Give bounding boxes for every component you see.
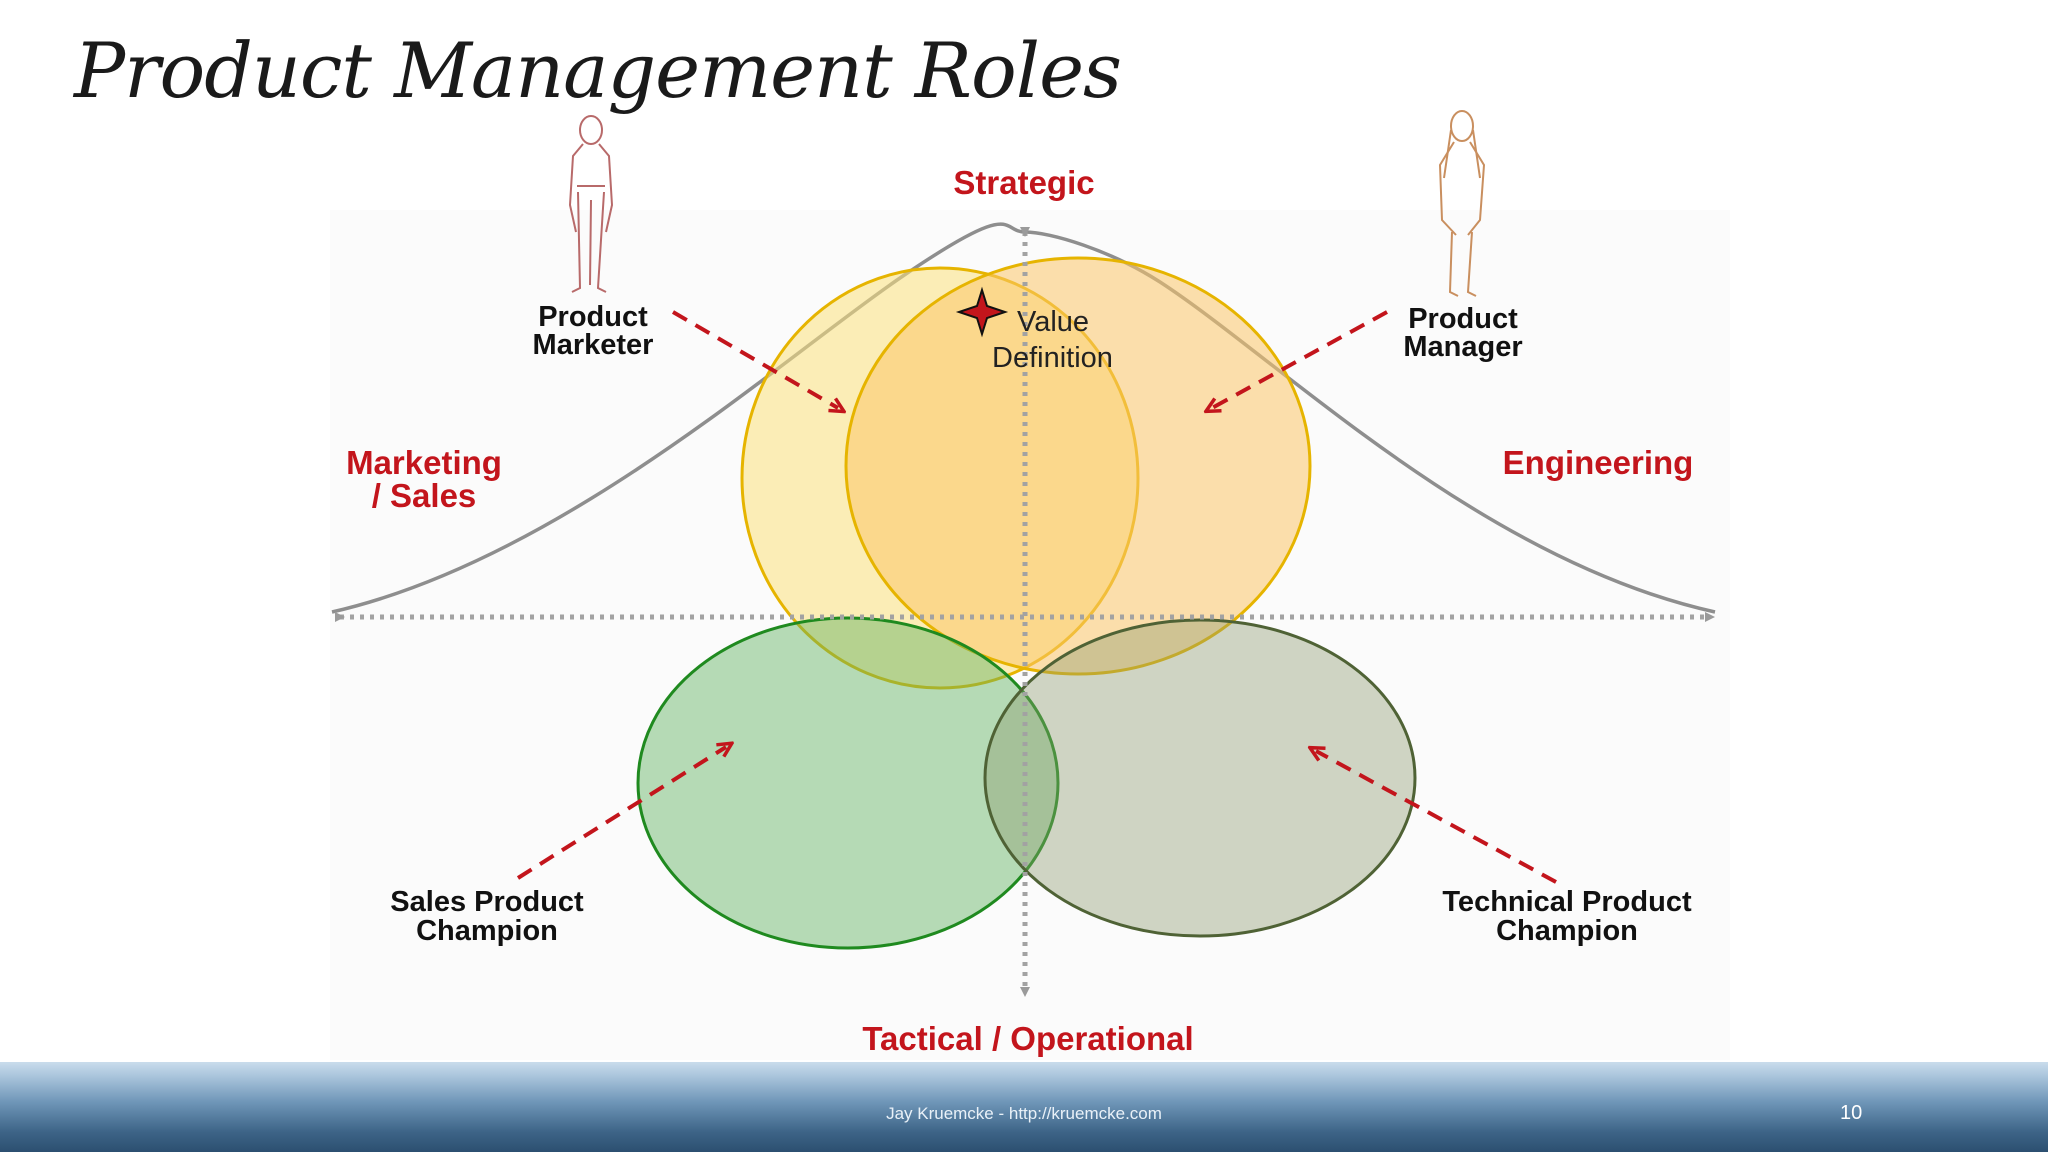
role-label-product-marketer-line2: Marketer [533,329,654,361]
arrow-product-marketer [671,310,838,408]
arrow-technical-product-champion [1316,751,1557,884]
axis-label-sales: / Sales [372,477,477,514]
page-number: 10 [1840,1102,1863,1124]
role-label-technical-product-champion-line2: Champion [1496,915,1638,947]
axis-label-engineering: Engineering [1503,444,1694,481]
footer-credit: Jay Kruemcke - http://kruemcke.com [886,1104,1162,1123]
male-figure-icon [568,115,614,293]
footer-bar [0,1062,2048,1152]
arrow-sales-product-champion [516,747,726,880]
arrow-product-manager [1212,310,1388,408]
role-label-product-manager-line1: Product [1408,303,1518,335]
slide-title: Product Management Roles [74,26,1122,115]
role-label-product-marketer-line1: Product [538,301,648,333]
axis-label-tactical-operational: Tactical / Operational [862,1020,1193,1057]
role-label-technical-product-champion-line1: Technical Product [1442,886,1692,918]
technical-product-champion-circle [983,618,1417,938]
axis-label-strategic: Strategic [953,164,1094,201]
product-manager-circle [844,256,1312,676]
value-definition-label-line1: Value [1017,306,1089,338]
role-label-product-manager-line2: Manager [1403,331,1522,363]
role-label-sales-product-champion-line2: Champion [416,915,558,947]
role-label-sales-product-champion-line1: Sales Product [390,886,584,918]
value-definition-label-line2: Definition [992,342,1113,374]
female-figure-icon [1438,110,1486,297]
axis-label-marketing: Marketing [346,444,502,481]
value-definition-star-icon [955,286,1009,338]
